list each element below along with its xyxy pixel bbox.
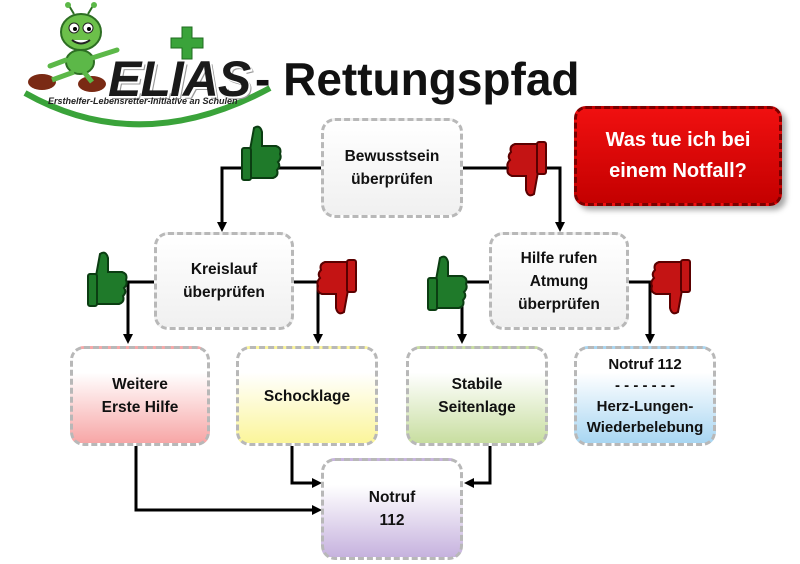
arrow-seitenlage-notruf <box>464 446 492 488</box>
node-notruf: Notruf 112 <box>321 458 463 560</box>
logo-tagline: Ersthelfer-Lebensretter-Initiative an Sc… <box>48 96 238 106</box>
thumbs-up-icon <box>87 251 128 307</box>
node-weitere-hilfe: Weitere Erste Hilfe <box>70 346 210 446</box>
node-bewusstsein: Bewusstsein überprüfen <box>321 118 463 218</box>
arrow-kreislauf-weitere <box>123 280 155 344</box>
arrow-kreislauf-schocklage <box>294 280 323 344</box>
thumbs-up-icon <box>241 125 282 181</box>
arrow-bewusstsein-kreislauf <box>217 166 321 232</box>
mascot-icon <box>28 2 120 92</box>
logo-swoosh <box>23 85 272 128</box>
node-hilfe-atmung: Hilfe rufen Atmung überprüfen <box>489 232 629 330</box>
thumbs-down-icon <box>506 141 547 197</box>
arrow-atmung-notruf-hlw <box>628 280 655 344</box>
node-schocklage: Schocklage <box>236 346 378 446</box>
arrow-weitere-notruf <box>134 446 322 515</box>
arrow-schocklage-notruf <box>290 446 322 488</box>
node-kreislauf: Kreislauf überprüfen <box>154 232 294 330</box>
node-notruf-hlw: Notruf 112 - - - - - - - Herz-Lungen- Wi… <box>574 346 716 446</box>
question-box: Was tue ich bei einem Notfall? <box>574 106 782 206</box>
green-cross-icon <box>170 26 204 60</box>
logo-text: ELIAS <box>108 51 251 107</box>
thumbs-up-icon <box>427 255 468 311</box>
page-title: - Rettungspfad <box>255 53 580 105</box>
arrow-bewusstsein-hilfe <box>463 166 565 232</box>
thumbs-down-icon <box>316 259 357 315</box>
thumbs-down-icon <box>650 259 691 315</box>
node-seitenlage: Stabile Seitenlage <box>406 346 548 446</box>
